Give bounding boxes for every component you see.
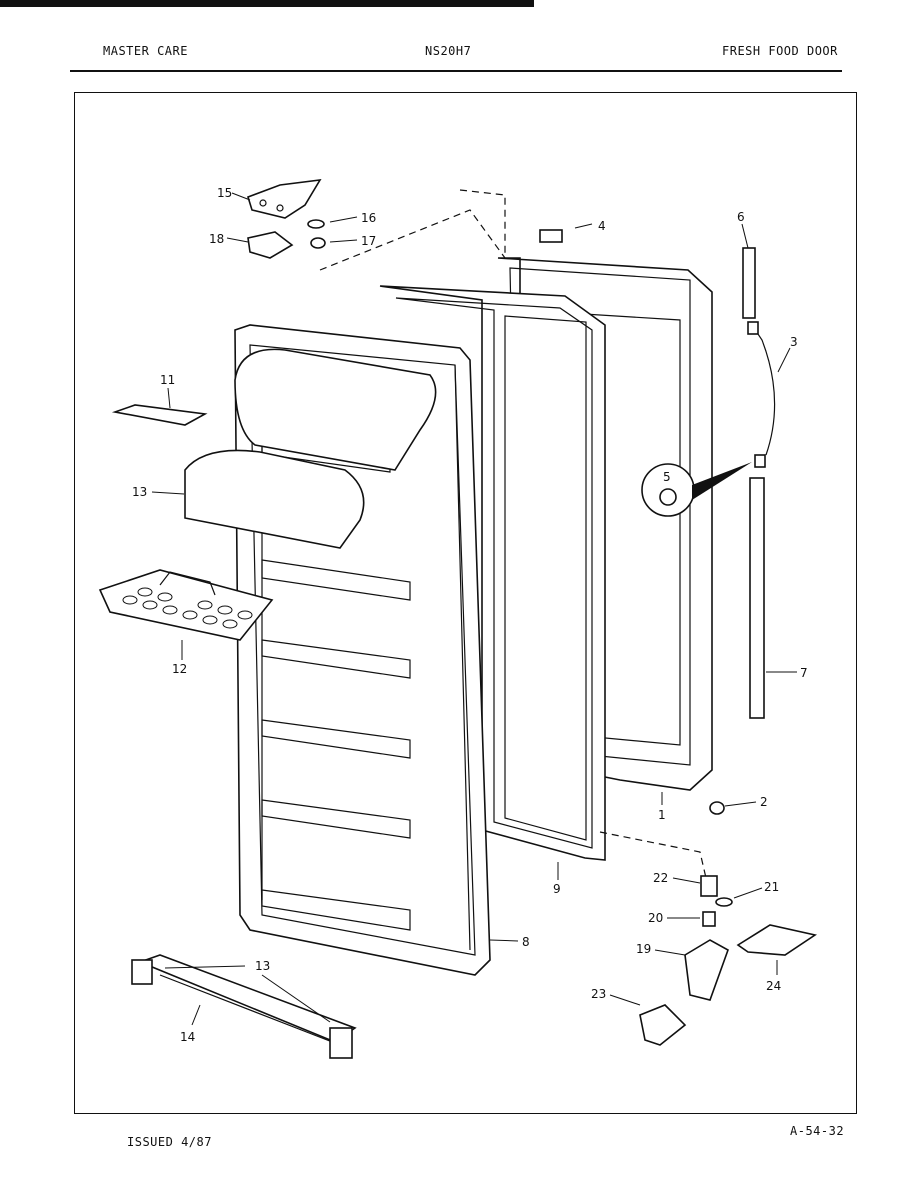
callout-24: 24	[766, 979, 781, 993]
screw-detail-callout	[641, 462, 752, 517]
callout-9: 9	[553, 882, 561, 896]
top-hinge-assembly	[247, 179, 506, 271]
issued-date: ISSUED 4/87	[127, 1135, 212, 1149]
callout-12: 12	[172, 662, 187, 676]
bottom-hinge-assembly	[639, 875, 818, 1046]
header-model: NS20H7	[425, 44, 472, 58]
callout-3: 3	[790, 335, 798, 349]
bottom-trim	[131, 954, 357, 1059]
header-section: FRESH FOOD DOOR	[722, 44, 838, 58]
header-brand: MASTER CARE	[103, 44, 188, 58]
callout-19: 19	[636, 942, 651, 956]
shelf-retainer	[111, 404, 208, 426]
callout-13-lower: 13	[255, 959, 270, 973]
top-edge-bar	[0, 0, 534, 7]
door-gasket	[379, 285, 606, 861]
callout-4: 4	[598, 219, 606, 233]
callout-15: 15	[217, 186, 232, 200]
dairy-cover-upper	[234, 348, 437, 471]
callout-8: 8	[522, 935, 530, 949]
callout-5: 5	[663, 470, 671, 484]
handle-trim-lower	[749, 477, 765, 719]
handle-trim-upper	[742, 247, 756, 319]
leader-lines	[151, 192, 797, 1026]
callout-17: 17	[361, 234, 376, 248]
callout-21: 21	[764, 880, 779, 894]
callout-6: 6	[737, 210, 745, 224]
callout-18: 18	[209, 232, 224, 246]
diagram-frame	[74, 92, 857, 1114]
callout-2: 2	[760, 795, 768, 809]
dairy-door-cover	[184, 449, 365, 549]
callout-23: 23	[591, 987, 606, 1001]
callout-22: 22	[653, 871, 668, 885]
callout-1: 1	[658, 808, 666, 822]
callout-11: 11	[160, 373, 175, 387]
callout-13-upper: 13	[132, 485, 147, 499]
page-code: A-54-32	[790, 1124, 845, 1138]
callout-16: 16	[361, 211, 376, 225]
plug	[709, 801, 725, 815]
callout-20: 20	[648, 911, 663, 925]
door-handle	[751, 324, 776, 456]
trim-clip	[539, 229, 563, 243]
header-rule	[70, 70, 842, 72]
egg-tray	[98, 569, 274, 641]
callout-7: 7	[800, 666, 808, 680]
callout-14: 14	[180, 1030, 195, 1044]
